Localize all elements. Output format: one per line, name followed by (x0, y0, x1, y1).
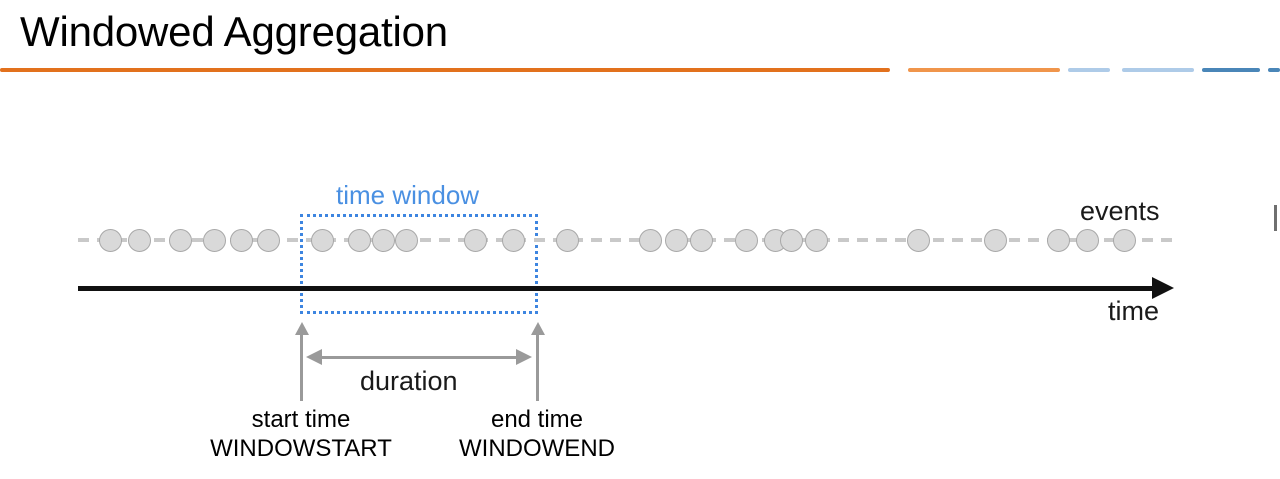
time-window-caption: time window (336, 180, 480, 210)
event-dot (1113, 229, 1136, 252)
event-dot (1076, 229, 1099, 252)
divider-segment-orange-dark-left (0, 68, 890, 72)
title-divider (0, 68, 1280, 74)
page-title: Windowed Aggregation (20, 8, 448, 55)
event-dot (169, 229, 192, 252)
event-dot (735, 229, 758, 252)
end-time-label: end time WINDOWEND (432, 405, 642, 463)
event-dot (805, 229, 828, 252)
event-track (78, 238, 1176, 242)
event-dot (639, 229, 662, 252)
divider-segment-blue-dark-1 (1202, 68, 1260, 72)
duration-shaft (320, 356, 518, 359)
event-dot (395, 229, 418, 252)
event-dot (128, 229, 151, 252)
divider-segment-orange-light (908, 68, 1060, 72)
event-dot (556, 229, 579, 252)
duration-label: duration (360, 366, 458, 396)
event-dot (230, 229, 253, 252)
event-dot (464, 229, 487, 252)
event-dot (502, 229, 525, 252)
event-dot (372, 229, 395, 252)
events-label: events (1080, 196, 1160, 226)
divider-segment-blue-dark-2 (1268, 68, 1280, 72)
duration-arrowhead-left (306, 349, 322, 365)
time-axis-line (78, 286, 1156, 291)
event-dot (780, 229, 803, 252)
event-dot (311, 229, 334, 252)
event-dot (1047, 229, 1070, 252)
duration-arrowhead-right (516, 349, 532, 365)
event-dot (257, 229, 280, 252)
start-marker-shaft (300, 333, 303, 401)
event-dot (690, 229, 713, 252)
divider-segment-blue-light-1 (1068, 68, 1110, 72)
end-time-label-line2: WINDOWEND (459, 435, 615, 462)
event-dot (665, 229, 688, 252)
start-time-label: start time WINDOWSTART (196, 405, 406, 463)
event-dot (348, 229, 371, 252)
time-axis-arrowhead (1152, 277, 1174, 299)
event-dot (984, 229, 1007, 252)
edge-cutoff-mark (1274, 205, 1277, 231)
start-time-label-line2: WINDOWSTART (210, 435, 392, 462)
start-time-label-line1: start time (251, 406, 351, 433)
event-dot (99, 229, 122, 252)
end-time-label-line1: end time (490, 406, 584, 433)
time-axis-label: time (1108, 296, 1160, 326)
event-dot (203, 229, 226, 252)
end-marker-arrowhead (531, 322, 545, 335)
end-marker-shaft (536, 333, 539, 401)
event-dot (907, 229, 930, 252)
time-window-box (300, 214, 538, 314)
divider-segment-blue-light-2 (1122, 68, 1194, 72)
start-marker-arrowhead (295, 322, 309, 335)
